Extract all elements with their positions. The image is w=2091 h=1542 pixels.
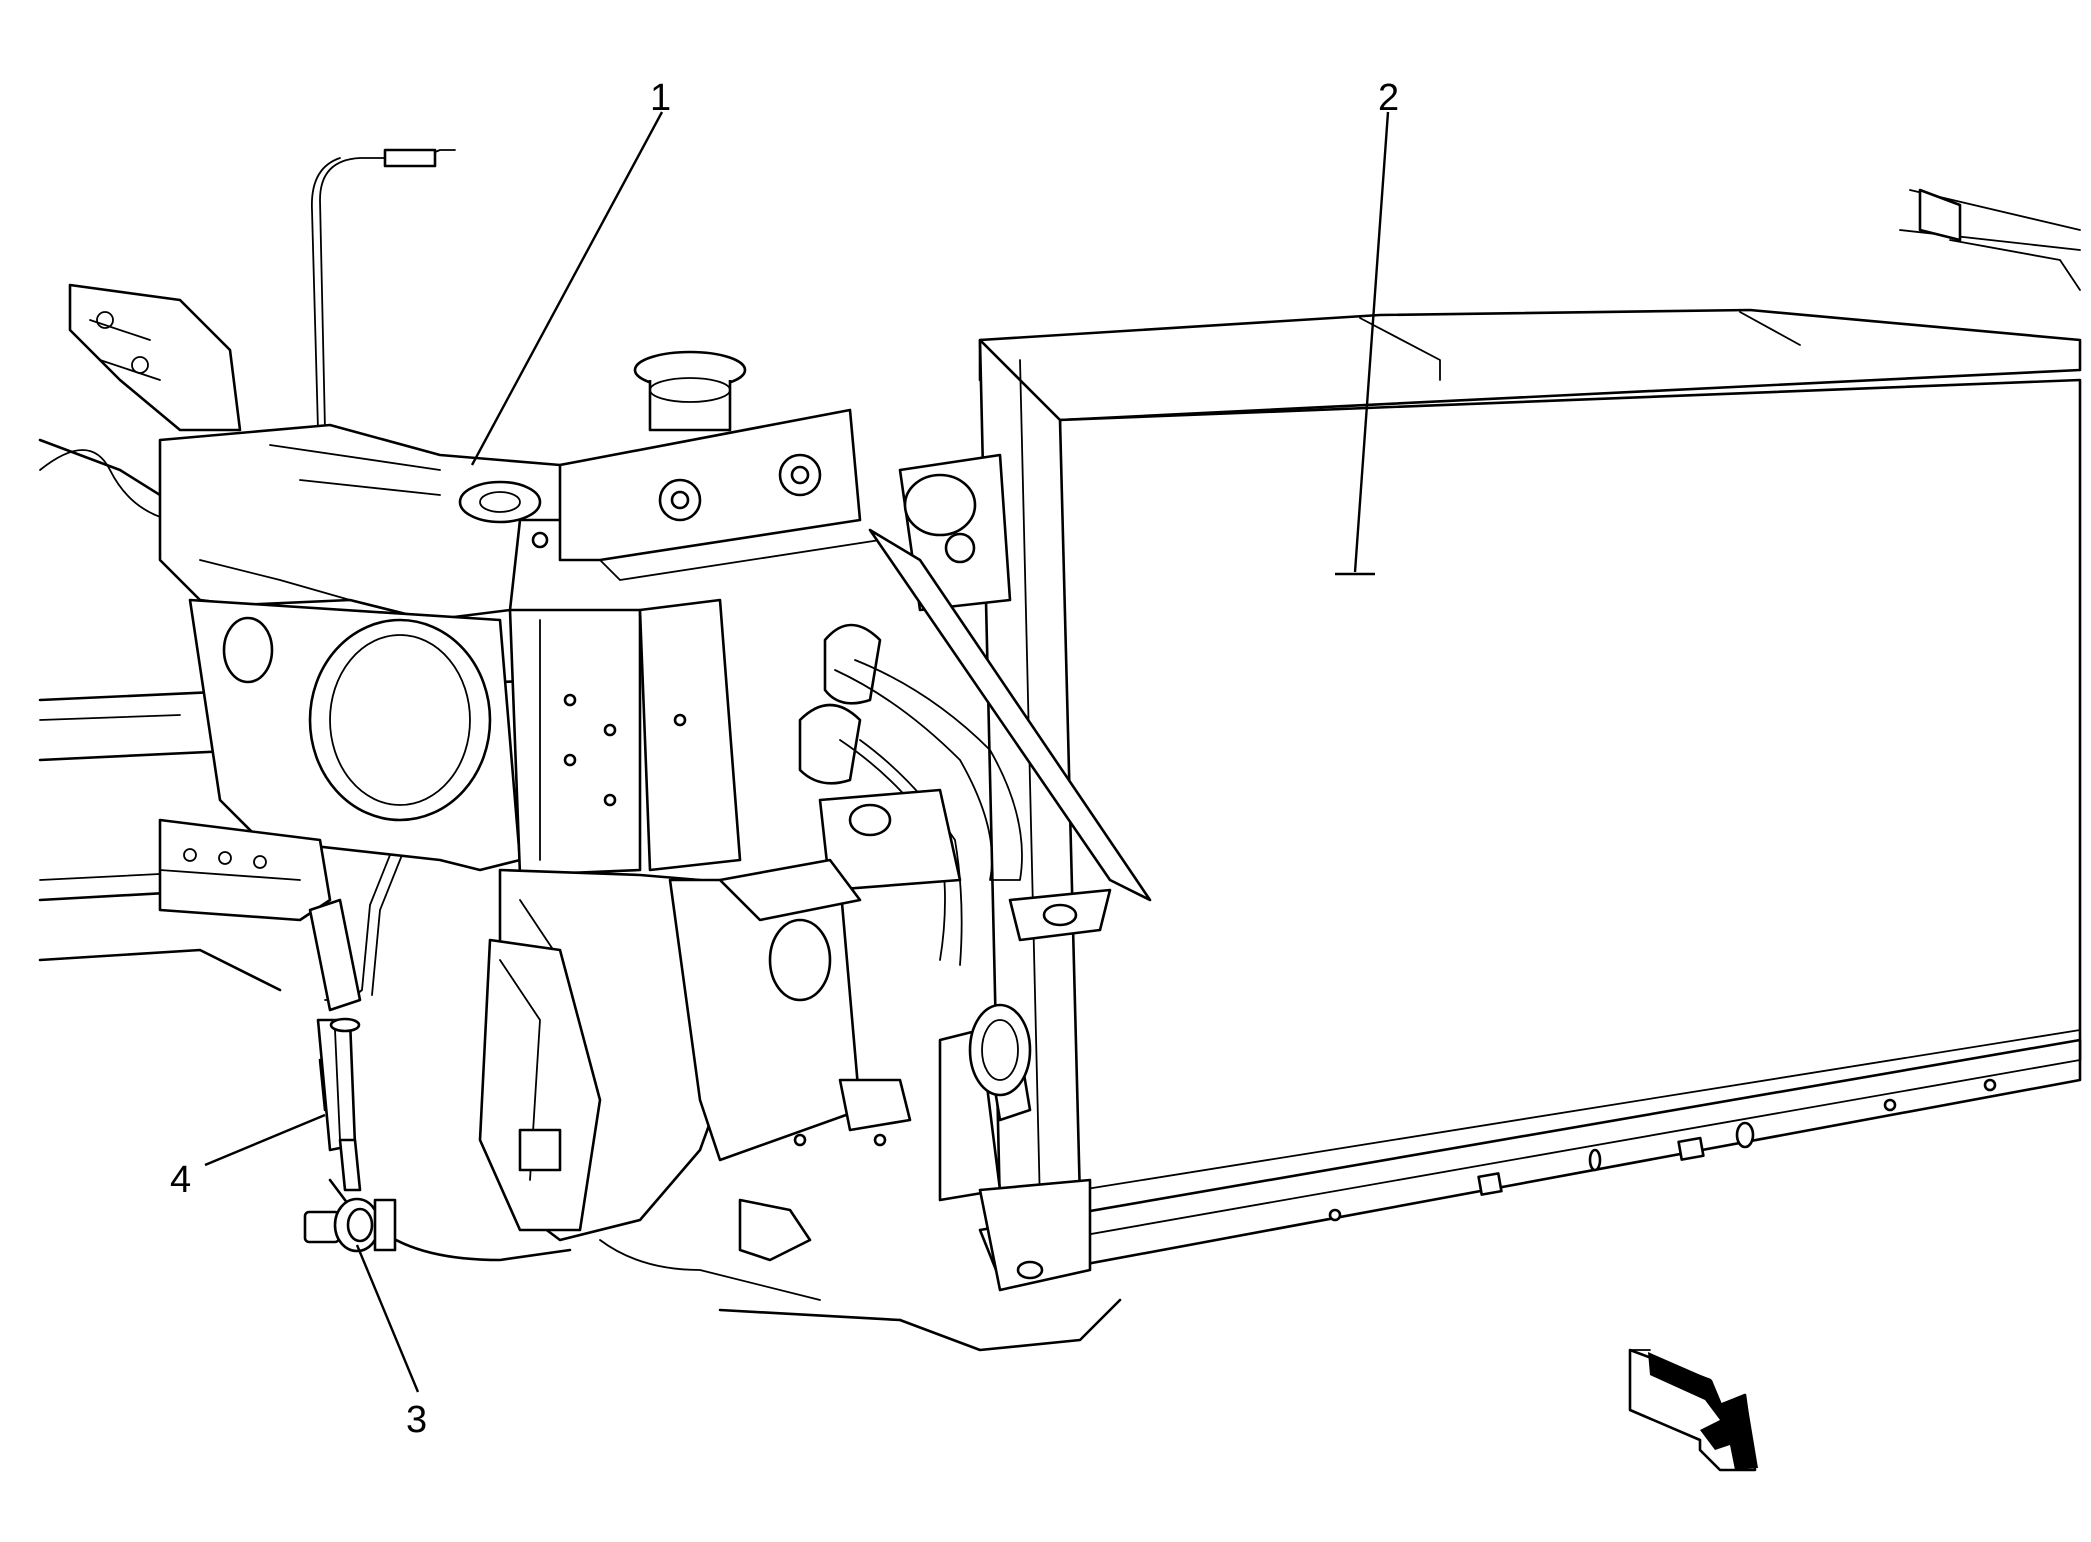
callout-3: 3 bbox=[406, 1399, 427, 1441]
radiator-support-left bbox=[158, 598, 742, 922]
callout-leaders bbox=[204, 111, 1390, 1393]
coolant-level-sensor bbox=[303, 1017, 397, 1253]
leader-4 bbox=[204, 1113, 326, 1167]
center-hose-assembly bbox=[798, 453, 1152, 966]
callout-2: 2 bbox=[1378, 77, 1399, 119]
radiator bbox=[978, 188, 2082, 1232]
upper-support-bracket bbox=[158, 408, 881, 622]
filler-neck bbox=[633, 350, 747, 432]
radiator-lower-mount bbox=[938, 888, 1112, 1292]
leader-1 bbox=[470, 111, 664, 466]
forward-direction-arrow-icon bbox=[1628, 1348, 1758, 1472]
lower-support-rail bbox=[718, 1038, 2082, 1352]
callout-4: 4 bbox=[170, 1159, 191, 1201]
leader-3 bbox=[355, 1244, 420, 1393]
left-lower-brackets bbox=[308, 898, 602, 1262]
callout-1: 1 bbox=[650, 77, 671, 119]
leader-2 bbox=[1353, 111, 1390, 573]
